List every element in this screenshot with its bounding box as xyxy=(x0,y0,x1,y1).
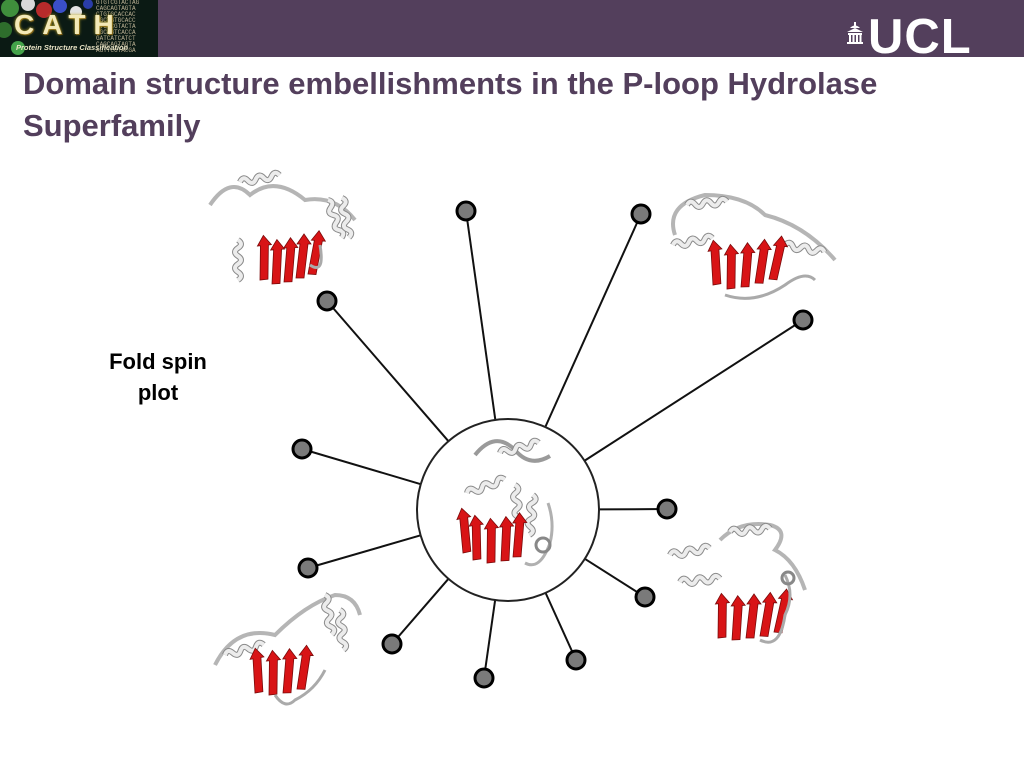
spoke-node xyxy=(297,557,319,579)
spoke-line xyxy=(326,300,450,442)
spoke-node xyxy=(316,290,338,312)
spoke-line xyxy=(301,448,422,486)
protein-structure-bottom-left xyxy=(213,594,362,706)
ucl-logo: UCL xyxy=(846,10,972,64)
spoke-line xyxy=(584,557,646,598)
cath-logo-subtitle: Protein Structure Classification xyxy=(16,43,129,52)
spoke-node xyxy=(381,633,403,655)
protein-structure-bottom-right xyxy=(669,522,807,644)
spoke-node xyxy=(634,586,656,608)
molecule-icon xyxy=(0,0,93,55)
spoke-node xyxy=(792,309,814,331)
cath-logo: GTGTCGTACTAG CAGCAGTAGTA CTGTGCACCAC AGC… xyxy=(0,0,158,57)
header-bar xyxy=(0,0,1024,57)
spoke-node xyxy=(565,649,587,671)
spoke-line xyxy=(544,213,642,428)
spoke-node xyxy=(656,498,678,520)
central-protein-structure xyxy=(453,440,554,567)
spoke-line xyxy=(544,592,577,661)
spoke-line xyxy=(391,578,450,645)
spoke-node xyxy=(473,667,495,689)
cath-logo-text: CATH xyxy=(14,9,122,40)
sequence-text-decoration: GTGTCGTACTAG CAGCAGTAGTA CTGTGCACCAC AGC… xyxy=(96,0,140,54)
protein-structure-top-left xyxy=(208,172,357,285)
spoke-node xyxy=(455,200,477,222)
spoke-line xyxy=(307,534,421,569)
spokes xyxy=(291,200,814,689)
spoke-line xyxy=(583,319,804,462)
ucl-logo-text: UCL xyxy=(868,10,972,64)
protein-structure-top-right xyxy=(672,192,837,300)
central-domain-circle xyxy=(416,418,600,602)
spoke-node xyxy=(291,438,313,460)
slide-title: Domain structure embellishments in the P… xyxy=(23,66,878,143)
spoke-node xyxy=(630,203,652,225)
spoke-line xyxy=(465,210,497,421)
fold-spin-plot-label: Fold spin plot xyxy=(109,349,207,405)
spoke-line xyxy=(483,599,497,679)
portico-icon xyxy=(847,22,863,44)
